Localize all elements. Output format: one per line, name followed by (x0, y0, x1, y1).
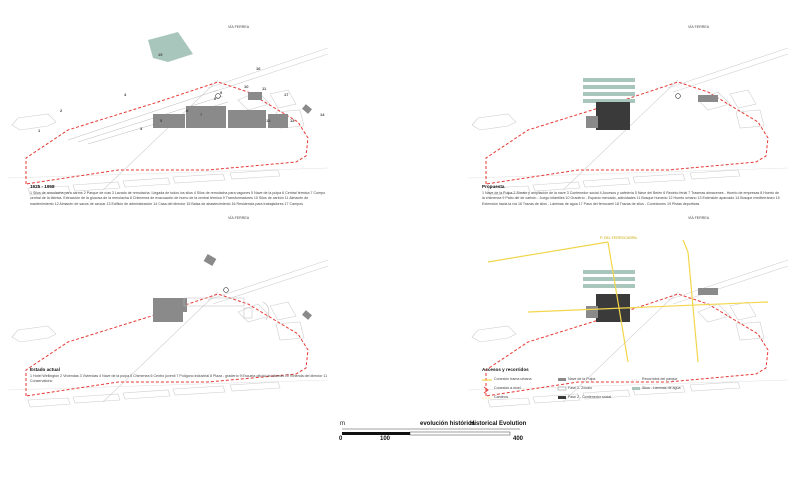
plan-number: 15 (158, 52, 163, 57)
caption-title: Propuesta (482, 184, 505, 189)
scale-tick: 400 (513, 436, 524, 442)
legend-item: Caminos (494, 395, 509, 399)
plan-number: 9 (220, 90, 223, 95)
plan-number: 5 (160, 118, 163, 123)
caption-title: 1925 - 1958 (30, 184, 55, 189)
caption-1925-1958: 1925 - 1958 1 Silos de remolacha para ca… (30, 184, 330, 207)
plan-1925-1958 (7, 32, 329, 196)
footer-title-en: Historical Evolution (470, 421, 527, 427)
plan-number: 2 (60, 108, 63, 113)
legend-item: Nave de la Pulpa (568, 377, 596, 381)
scale-tick: 0 (339, 436, 343, 442)
caption-propuesta: Propuesta 1 Nave de la Pulpa 2 Zócalo y … (482, 184, 782, 207)
legend-title: Accesos y recorridos (482, 367, 529, 372)
plan-number: 17 (284, 92, 289, 97)
plan-number: 3 (140, 126, 143, 131)
plan-estado-actual (7, 254, 329, 408)
plan-number: 14 (320, 112, 325, 117)
building (228, 110, 266, 128)
plan-number: 16 (256, 66, 261, 71)
rail-label: VÍA FERREA (688, 25, 710, 29)
rail-label: VÍA FERREA (688, 216, 710, 220)
rail-label: VÍA FERREA (228, 216, 250, 220)
legend-item: Fase 1- Zócalo (568, 386, 592, 390)
legend-item: Silos - Láminas de agua (642, 386, 681, 390)
plan-number: 12 (266, 118, 271, 123)
plan-number: 10 (244, 84, 249, 89)
scale-unit: m (340, 421, 345, 427)
building (153, 114, 185, 128)
plan-number: 6 (214, 96, 217, 101)
rail-label: VÍA FERREA (228, 25, 250, 29)
street-label: P. DEL FERROCARRIL (600, 236, 638, 240)
plan-number: 13 (290, 118, 295, 123)
legend-item: Fase 2 - Contenedor social (568, 395, 612, 399)
plan-accesos (467, 239, 789, 408)
plan-propuesta (467, 47, 789, 196)
social-container (596, 102, 630, 130)
caption-estado-actual: Estado actual 1 Hotel Wellington 2 Vivie… (30, 367, 330, 385)
caption-text: 1 Hotel Wellington 2 Viviendas 3 Viviend… (30, 373, 328, 384)
caption-title: Estado actual (30, 367, 60, 372)
building (248, 92, 262, 100)
legend-item: Conexión trama urbana (494, 377, 532, 381)
caption-text: 1 Nave de la Pulpa 2 Zócalo y ampliación… (482, 190, 780, 206)
plan-number: 7 (200, 112, 203, 117)
building (268, 114, 288, 128)
caption-text: 1 Silos de remolacha para carros 2 Parqu… (30, 190, 326, 206)
chimney-icon (215, 93, 221, 99)
building (186, 106, 226, 128)
plan-number: 8 (186, 108, 189, 113)
footer-title-es: evolución histórica (420, 421, 475, 427)
water-reservoir (148, 32, 193, 62)
legend-item: Conexión a nivel (494, 386, 521, 390)
plan-number: 1 (38, 128, 41, 133)
plan-number: 11 (262, 86, 267, 91)
plan-number: 4 (124, 92, 127, 97)
legend-item: Recorridos del parque (642, 377, 678, 381)
scale-tick: 100 (380, 436, 391, 442)
